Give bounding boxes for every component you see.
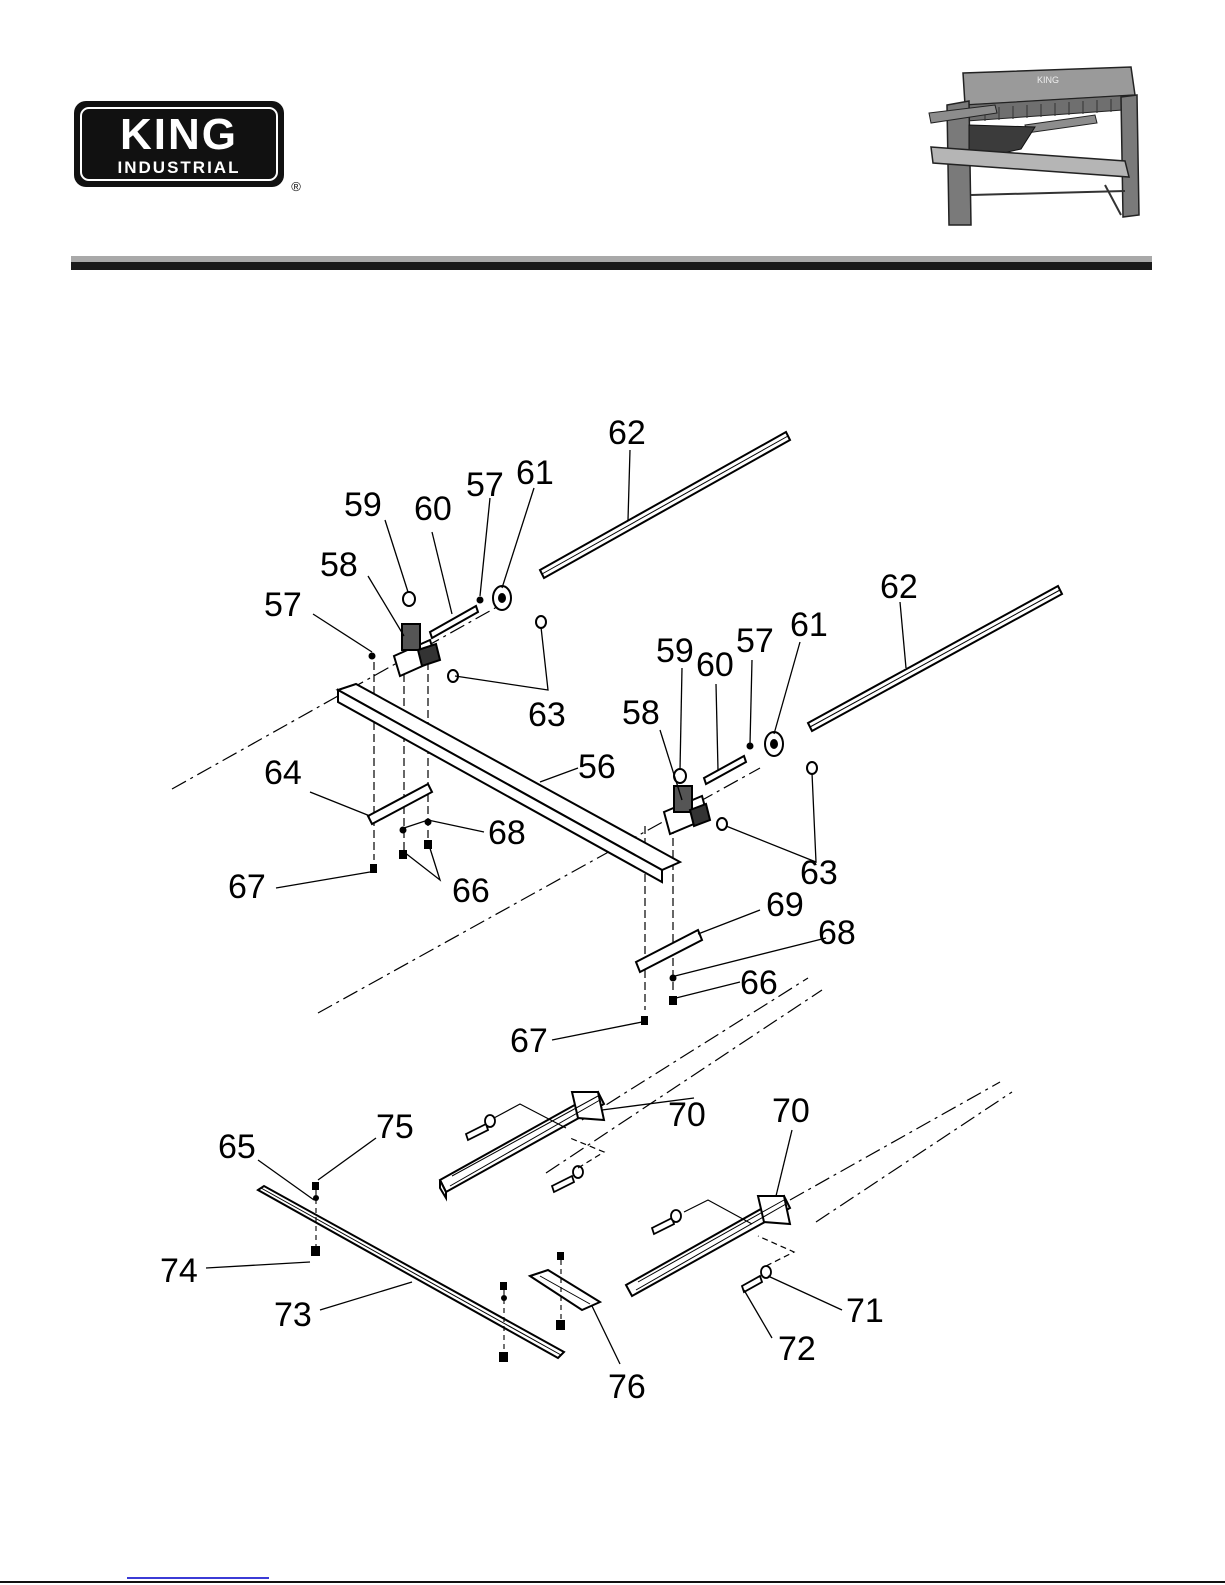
fastener-dashes [316,1190,561,1352]
callout-67-right: 67 [510,1022,548,1060]
part-76-stop [530,1270,600,1310]
callout-64: 64 [264,754,302,792]
part-62-rod-lower [808,586,1062,731]
callout-70-lower: 70 [772,1092,810,1130]
callout-75: 75 [376,1108,414,1146]
callout-57-left: 57 [264,586,302,624]
callout-56: 56 [578,748,616,786]
callout-57-upper: 57 [466,466,504,504]
part-70-bracket-upper [440,1092,604,1198]
part-62-rod-upper [540,432,790,578]
callout-73: 73 [274,1296,312,1334]
callout-62-upper: 62 [608,414,646,452]
callout-76: 76 [608,1368,646,1406]
part-58-bearing-block-right [664,786,710,834]
callout-74: 74 [160,1252,198,1290]
callout-labels: 62 59 60 57 61 58 57 63 62 59 60 57 61 5… [160,414,918,1406]
callout-59-upper: 59 [344,486,382,524]
callout-60-lower: 60 [696,646,734,684]
callout-58-upper: 58 [320,546,358,584]
callout-63-upper: 63 [528,696,566,734]
callout-58-lower: 58 [622,694,660,732]
part-64-plate [368,784,432,824]
callout-61-upper: 61 [516,454,554,492]
callout-66-left: 66 [452,872,490,910]
callout-70-upper: 70 [668,1096,706,1134]
callout-57-lower: 57 [736,622,774,660]
center-lines [172,603,1012,1222]
callout-62-lower: 62 [880,568,918,606]
part-70-bracket-lower [626,1196,790,1296]
callout-67-left: 67 [228,868,266,906]
part-69-plate [636,930,702,972]
callout-66-right: 66 [740,964,778,1002]
callout-65: 65 [218,1128,256,1166]
callout-69: 69 [766,886,804,924]
callout-63-lower: 63 [800,854,838,892]
callout-68-left: 68 [488,814,526,852]
callout-59-lower: 59 [656,632,694,670]
callout-61-lower: 61 [790,606,828,644]
callout-68-right: 68 [818,914,856,952]
footer-link-underline[interactable] [127,1577,269,1579]
callout-72: 72 [778,1330,816,1368]
callout-71: 71 [846,1292,884,1330]
footer-rule [0,1581,1225,1583]
callout-60-upper: 60 [414,490,452,528]
